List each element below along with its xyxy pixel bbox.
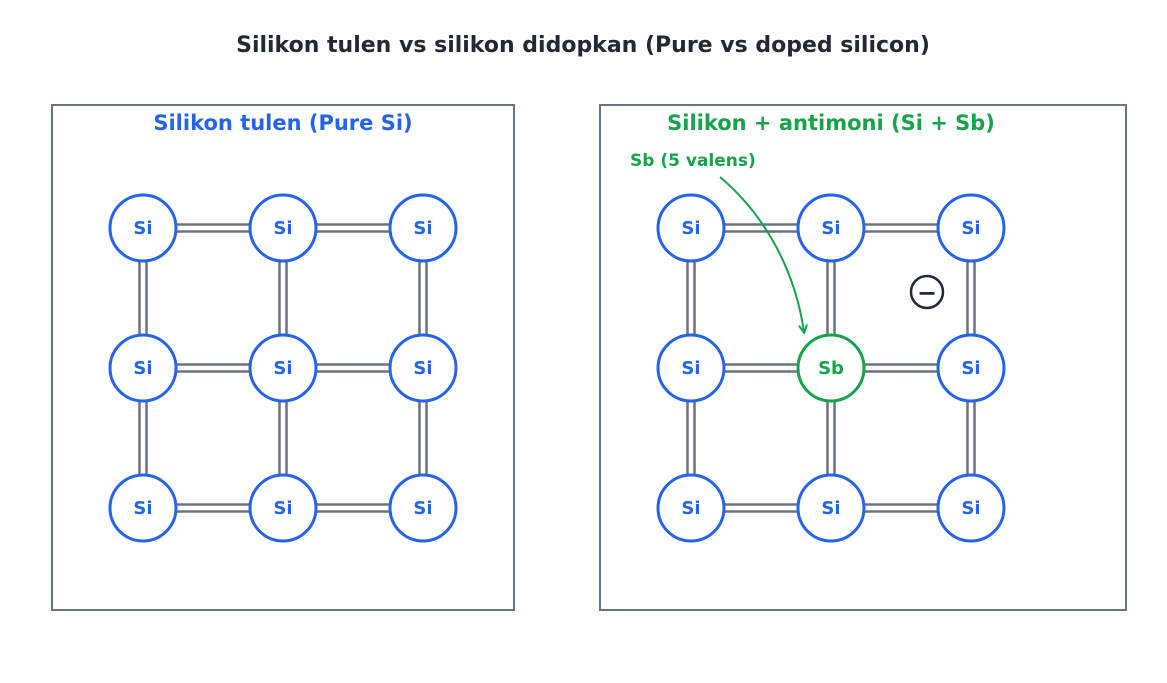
- atom-si: Si: [108, 193, 178, 263]
- double-bond: [176, 363, 250, 373]
- double-bond: [966, 261, 976, 335]
- double-bond: [686, 261, 696, 335]
- double-bond: [138, 261, 148, 335]
- atom-label: Si: [681, 498, 700, 519]
- double-bond: [724, 503, 798, 513]
- double-bond: [138, 401, 148, 475]
- atom-label: Si: [133, 358, 152, 379]
- double-bond: [724, 363, 798, 373]
- atom-label: Si: [821, 498, 840, 519]
- dopant-annotation: Sb (5 valens): [630, 151, 756, 171]
- atom-label: Si: [821, 218, 840, 239]
- double-bond: [418, 261, 428, 335]
- atom-label: Si: [413, 498, 432, 519]
- atom-si: Si: [656, 333, 726, 403]
- diagram-title: Silikon tulen vs silikon didopkan (Pure …: [236, 33, 930, 58]
- atom-label: Si: [413, 218, 432, 239]
- atom-si: Si: [388, 473, 458, 543]
- double-bond: [316, 223, 390, 233]
- atom-si: Si: [248, 193, 318, 263]
- double-bond: [724, 223, 798, 233]
- atom-si: Si: [388, 333, 458, 403]
- atom-si: Si: [656, 193, 726, 263]
- atom-si: Si: [936, 193, 1006, 263]
- doped-si-frame: [599, 104, 1127, 611]
- atom-si: Si: [388, 193, 458, 263]
- atom-label: Si: [273, 498, 292, 519]
- double-bond: [316, 363, 390, 373]
- atom-si: Si: [936, 333, 1006, 403]
- atom-label: Si: [961, 218, 980, 239]
- atom-label: Si: [413, 358, 432, 379]
- atom-si: Si: [796, 473, 866, 543]
- atom-label: Sb: [818, 358, 844, 379]
- free-electron-symbol: −: [917, 279, 937, 307]
- double-bond: [864, 363, 938, 373]
- double-bond: [278, 261, 288, 335]
- atom-si: Si: [656, 473, 726, 543]
- atom-label: Si: [961, 358, 980, 379]
- atom-label: Si: [133, 218, 152, 239]
- double-bond: [316, 503, 390, 513]
- atom-label: Si: [681, 358, 700, 379]
- double-bond: [864, 223, 938, 233]
- atom-si: Si: [108, 473, 178, 543]
- double-bond: [418, 401, 428, 475]
- atom-label: Si: [961, 498, 980, 519]
- double-bond: [966, 401, 976, 475]
- atom-label: Si: [273, 358, 292, 379]
- double-bond: [176, 503, 250, 513]
- atom-si: Si: [248, 333, 318, 403]
- atom-label: Si: [273, 218, 292, 239]
- pure-si-title: Silikon tulen (Pure Si): [153, 111, 412, 135]
- double-bond: [176, 223, 250, 233]
- double-bond: [826, 261, 836, 335]
- atom-si: Si: [796, 193, 866, 263]
- atom-si: Si: [248, 473, 318, 543]
- free-electron-circle: [909, 274, 945, 310]
- pure-si-frame: [51, 104, 515, 611]
- free-electron-icon: −: [909, 274, 945, 310]
- double-bond: [826, 401, 836, 475]
- dopant-pointer-arrow: [719, 176, 804, 332]
- atom-si: Si: [936, 473, 1006, 543]
- double-bond: [278, 401, 288, 475]
- double-bond: [864, 503, 938, 513]
- atom-label: Si: [681, 218, 700, 239]
- double-bond: [686, 401, 696, 475]
- dopant-atom-sb: Sb: [796, 333, 866, 403]
- atom-si: Si: [108, 333, 178, 403]
- atom-label: Si: [133, 498, 152, 519]
- doped-si-title: Silikon + antimoni (Si + Sb): [667, 111, 995, 135]
